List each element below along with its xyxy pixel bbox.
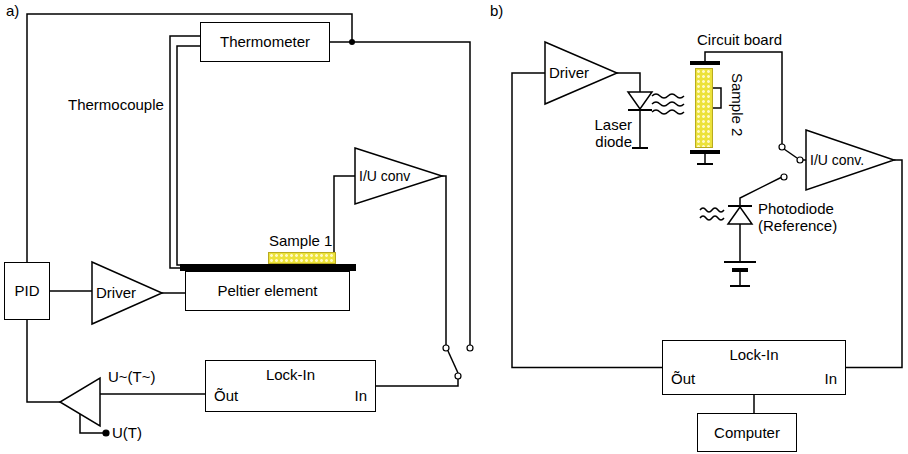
signal-wire [753, 395, 755, 413]
feedback-wire [27, 320, 60, 402]
node-label: I/U conv [359, 168, 410, 184]
switch-pivot [797, 157, 803, 163]
converter-amplifier: I/U conv [355, 148, 442, 204]
electrode [690, 61, 720, 65]
triangle-shape [806, 130, 894, 190]
electrode [690, 150, 720, 154]
battery-wire [739, 270, 741, 286]
node-label: Sample 2 [729, 73, 746, 136]
thermocouple-wire [177, 46, 200, 265]
laser-diode-symbol [628, 92, 652, 109]
sample-film: Sample 2 [695, 68, 713, 148]
node-label: Lock-In [206, 366, 375, 383]
driver-amplifier: Driver [92, 262, 162, 324]
amplifier-symbol [60, 378, 100, 426]
photodiode-symbol [728, 207, 752, 224]
light-wave [652, 94, 684, 98]
circuit-board-trace [705, 52, 782, 144]
thermocouple-wire [170, 36, 200, 268]
switch-contact [779, 144, 785, 150]
node-label: Peltier element [217, 282, 317, 299]
switch-contact [781, 174, 787, 180]
circuit-board-trace [704, 154, 706, 164]
signal-wire [27, 14, 352, 262]
ground-symbol [632, 147, 648, 149]
triangle-shape [355, 148, 442, 204]
signal-wire [846, 160, 902, 368]
controller-box: PID [4, 262, 50, 320]
sample-film: Sample 1 [268, 252, 336, 264]
light-wave [700, 208, 724, 212]
node-label: Thermometer [220, 33, 310, 50]
converter-output-wire [440, 176, 446, 345]
signal-wire [50, 290, 92, 292]
output-terminal [103, 430, 109, 436]
converter-amplifier: I/U conv. [806, 130, 894, 190]
switch-contact [443, 345, 449, 351]
annotation-label: Laser diode [570, 116, 632, 151]
lockin-output-wire [100, 393, 205, 395]
node-label: I/U conv. [810, 152, 864, 168]
switch-contact [467, 345, 473, 351]
signal-wire [334, 176, 355, 252]
ground-symbol [730, 285, 750, 287]
ground-symbol [697, 163, 713, 165]
computer-box: Computer [697, 413, 797, 452]
light-wave [652, 110, 684, 114]
switch-pivot [455, 373, 461, 379]
peltier-box: Peltier element [185, 271, 350, 311]
light-wave [700, 216, 724, 220]
lockin-input-wire [362, 379, 458, 386]
light-wave [652, 102, 684, 106]
lockin-box: Lock-InÕut In [662, 340, 846, 395]
node-label: Computer [714, 424, 780, 441]
node-label: Sample 1 [269, 232, 332, 249]
node-label: Lock-In [663, 346, 845, 363]
annotation-label: b) [490, 2, 503, 19]
photodiode-wire [739, 224, 741, 262]
annotation-label: U~(T~) [108, 368, 156, 385]
triangle-shape [92, 262, 162, 324]
port-label: Õut [671, 370, 695, 387]
annotation-label: Photodiode (Reference) [758, 200, 848, 235]
node-label: Driver [549, 64, 589, 81]
annotation-label: U(T) [112, 424, 142, 441]
thermometer-output-wire [352, 42, 470, 345]
signal-wire [512, 73, 662, 368]
laser-wire [617, 73, 640, 92]
annotation-label: Thermocouple [68, 96, 164, 113]
peltier-plate [180, 264, 356, 271]
instrument-box: Thermometer [200, 22, 330, 62]
battery-symbol [724, 261, 756, 263]
triangle-shape [545, 42, 617, 104]
port-label: In [354, 387, 367, 404]
electrode [713, 88, 721, 108]
lockin-box: Lock-InÕut In [205, 360, 376, 412]
laser-ground-wire [639, 110, 641, 148]
switch-lever [448, 351, 458, 373]
switch-lever [784, 149, 797, 158]
signal-wire [162, 292, 185, 294]
port-label: In [824, 370, 837, 387]
node-label: PID [14, 282, 39, 299]
wires [27, 36, 806, 433]
node-label: Driver [96, 284, 136, 301]
annotation-label: a) [6, 2, 19, 19]
port-label: Õut [214, 387, 238, 404]
laser-diode-bar [628, 109, 652, 111]
driver-amplifier: Driver [545, 42, 617, 104]
annotation-label: Circuit board [697, 31, 782, 48]
battery-symbol [732, 268, 748, 272]
